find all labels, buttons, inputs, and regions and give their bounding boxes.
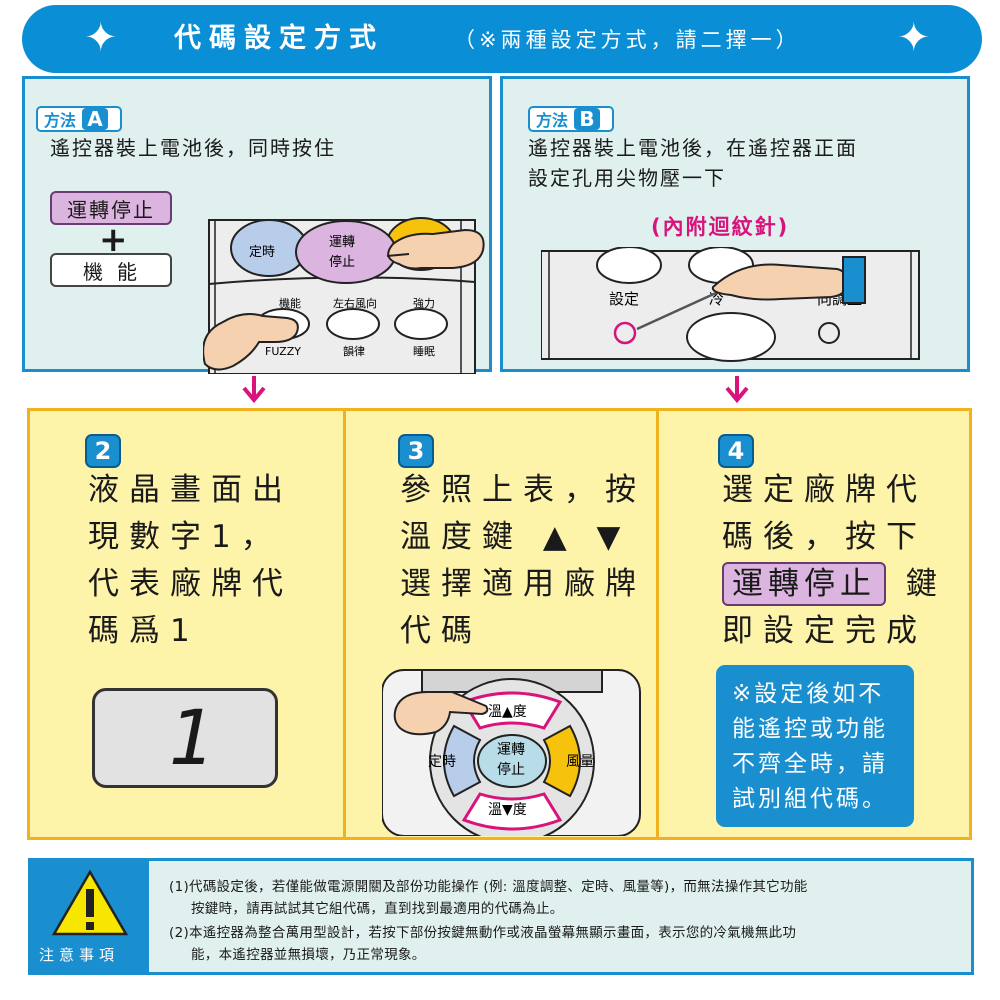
method-b-instruction-line1: 遙控器裝上電池後，在遙控器正面 <box>528 136 858 160</box>
method-badge-letter: B <box>574 107 601 131</box>
remote-label-run: 運轉 <box>497 742 525 758</box>
down-arrow-icon <box>242 376 266 404</box>
caution-side: 注意事項 <box>31 861 149 972</box>
hand-pointer-icon <box>393 691 489 736</box>
step-divider <box>343 411 346 837</box>
method-badge-text: 方法 <box>44 111 77 130</box>
remote-illustration-b: 設定 冷 向調整 <box>541 247 920 362</box>
remote-illustration-a: 定時 運轉 停止 機能 左右風向 強力 FUZZY 韻律 睡眠 <box>203 217 485 374</box>
remote-label-timer: 定時 <box>249 245 275 260</box>
run-stop-pill: 運轉停止 <box>722 562 886 606</box>
method-b-badge: 方法 B <box>528 106 614 132</box>
step-number: 2 <box>85 434 121 468</box>
method-a-instruction: 遙控器裝上電池後，同時按住 <box>50 136 336 160</box>
remote-label-sleep: 睡眠 <box>413 345 435 358</box>
retry-note-line: ※設定後如不 <box>732 681 885 707</box>
needle-hand-icon <box>636 256 866 331</box>
caution-line: 按鍵時，請再試試其它組代碼，直到找到最適用的代碼為止。 <box>191 901 564 917</box>
step-divider <box>656 411 659 837</box>
step-number: 4 <box>718 434 754 468</box>
retry-note-line: 不齊全時，請 <box>732 751 888 777</box>
warning-triangle-icon <box>51 869 129 936</box>
step-number: 3 <box>398 434 434 468</box>
method-badge-text: 方法 <box>536 111 569 130</box>
retry-note-box: ※設定後如不 能遙控或功能 不齊全時，請 試別組代碼。 <box>716 665 914 827</box>
remote-label-rhythm: 韻律 <box>343 344 365 358</box>
remote-label-function: 機能 <box>279 296 301 310</box>
step-4-line: 即設定完成 <box>722 613 927 649</box>
method-b-instruction-line2: 設定孔用尖物壓一下 <box>528 166 726 190</box>
step-2-line: 液晶畫面出 <box>88 472 293 508</box>
step-2-line: 代表廠牌代 <box>88 566 293 602</box>
remote-label-setting: 設定 <box>609 290 639 308</box>
method-badge-letter: A <box>82 107 109 131</box>
remote-label-fuzzy: FUZZY <box>265 345 301 358</box>
method-a-panel: 方法 A 遙控器裝上電池後，同時按住 運轉停止 + 機能 定時 運轉 停止 機能… <box>22 76 492 374</box>
hand-pointer-icon <box>203 313 299 371</box>
caution-line: (1)代碼設定後，若僅能做電源開關及部份功能操作 (例: 溫度調整、定時、風量等… <box>169 879 808 895</box>
plus-sign: + <box>99 220 128 260</box>
down-arrow-icon <box>725 376 749 404</box>
caution-line: (2)本遙控器為整合萬用型設計，若按下部份按鍵無動作或液晶螢幕無顯示畫面，表示您… <box>169 925 797 941</box>
remote-label-stop: 停止 <box>497 761 525 778</box>
remote-label-temp-down: 溫▼度 <box>488 802 527 818</box>
step-3-line: 參照上表，按 <box>400 472 646 508</box>
function-pill: 機能 <box>50 253 172 287</box>
remote-label-timer: 定時 <box>428 754 456 770</box>
retry-note-line: 試別組代碼。 <box>732 786 888 812</box>
step-3-line: 溫度鍵 ▲ ▼ <box>400 519 631 555</box>
method-b-panel: 方法 B 遙控器裝上電池後，在遙控器正面 設定孔用尖物壓一下 (內附迴紋針) 設… <box>500 76 970 372</box>
remote-label-strong: 強力 <box>413 297 435 310</box>
caution-label: 注意事項 <box>39 946 120 964</box>
step-3-line: 選擇適用廠牌 <box>400 566 646 602</box>
step-4-pill-suffix: 鍵 <box>905 566 947 602</box>
steps-panel: 2 液晶畫面出 現數字1， 代表廠牌代 碼爲1 1 3 參照上表，按 溫度鍵 ▲… <box>27 408 972 840</box>
step-2-line: 現數字1， <box>88 519 282 555</box>
run-stop-pill: 運轉停止 <box>50 191 172 225</box>
caution-line: 能，本遙控器並無損壞，乃正常現象。 <box>191 947 426 963</box>
remote-label-swing: 左右風向 <box>333 296 377 310</box>
star-icon: ✦ <box>84 15 118 61</box>
step-2-line: 碼爲1 <box>88 613 200 649</box>
remote-illustration-3: 溫▲度 定時 運轉 停止 風量 溫▼度 <box>382 669 641 836</box>
remote-label-temp-up: 溫▲度 <box>488 704 527 720</box>
method-a-badge: 方法 A <box>36 106 122 132</box>
needle-note: (內附迴紋針) <box>651 215 790 239</box>
remote-label-fan: 風量 <box>566 754 594 770</box>
retry-note-line: 能遙控或功能 <box>732 716 888 742</box>
header-note: （※兩種設定方式，請二擇一） <box>454 28 801 52</box>
step-3-line: 代碼 <box>400 613 482 649</box>
remote-label-run: 運轉 <box>329 235 355 250</box>
lcd-value: 1 <box>168 693 214 782</box>
star-icon: ✦ <box>897 15 931 61</box>
caution-panel: 注意事項 (1)代碼設定後，若僅能做電源開關及部份功能操作 (例: 溫度調整、定… <box>28 858 974 975</box>
remote-label-stop: 停止 <box>329 254 355 270</box>
page-title: 代碼設定方式 <box>174 23 384 54</box>
step-4-line: 選定廠牌代 <box>722 472 927 508</box>
step-4-line: 碼後，按下 <box>722 519 927 555</box>
lcd-display: 1 <box>92 688 278 788</box>
header-banner: ✦ 代碼設定方式 （※兩種設定方式，請二擇一） ✦ <box>22 5 982 73</box>
hand-pointer-icon <box>386 228 485 270</box>
step-4-line: 運轉停止 鍵 <box>722 561 947 608</box>
